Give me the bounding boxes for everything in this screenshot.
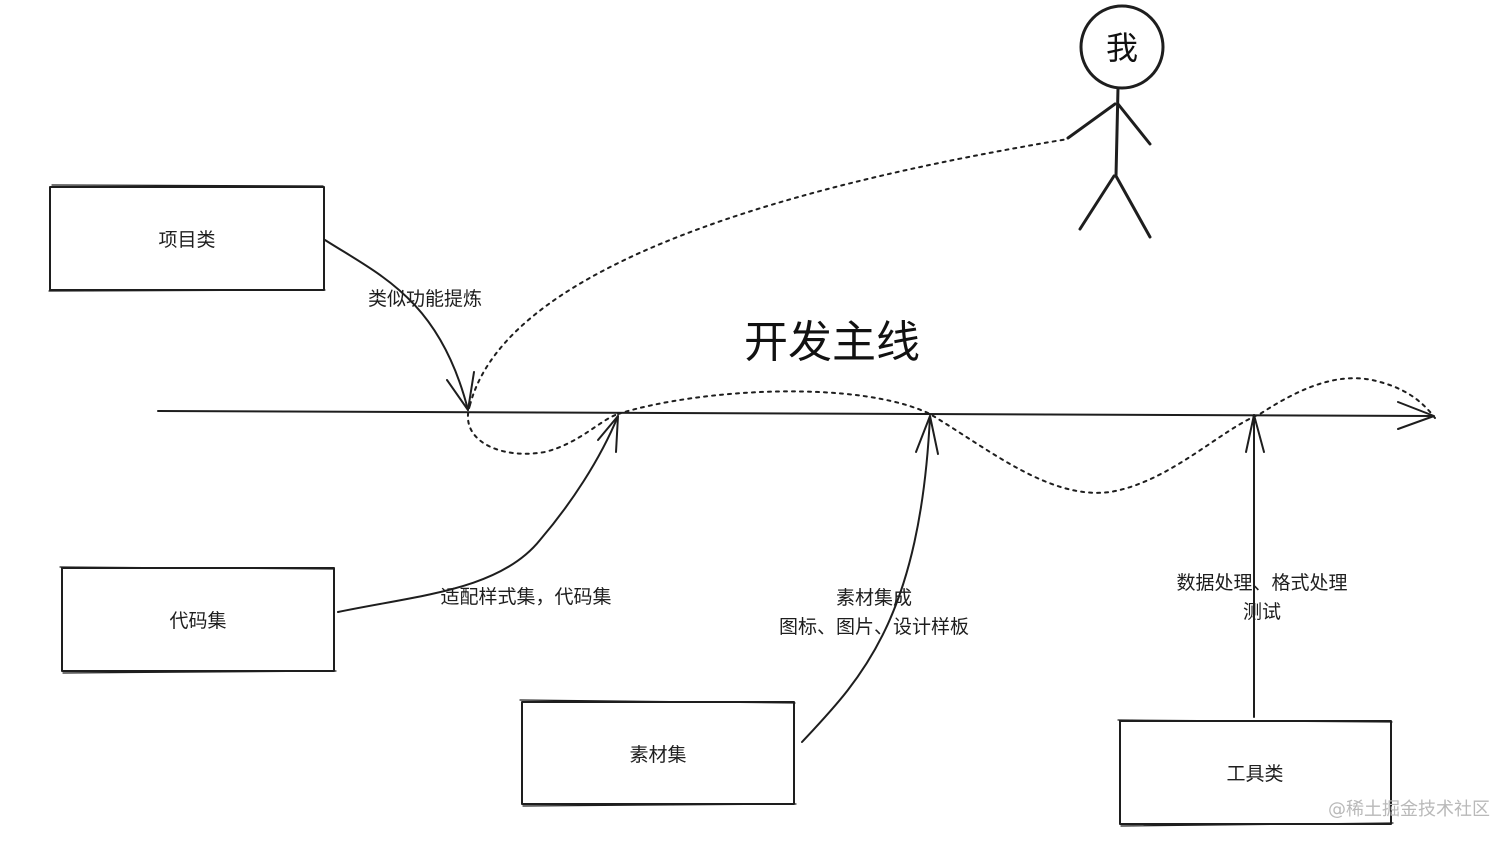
box-tool-label: 工具类 — [1226, 763, 1283, 785]
watermark: @稀土掘金技术社区 — [1328, 799, 1490, 820]
box-material-label: 素材集 — [629, 744, 686, 766]
main-line — [157, 401, 1435, 430]
me-label: 我 — [1106, 29, 1138, 67]
box-code-label: 代码集 — [169, 610, 226, 632]
stick-figure — [1066, 4, 1165, 239]
edge-label-project: 类似功能提炼 — [368, 288, 482, 310]
arrow-tool — [1245, 414, 1265, 718]
arrow-material — [801, 415, 939, 743]
main-title: 开发主线 — [744, 317, 920, 368]
edge-label-tool-line2: 测试 — [1243, 601, 1281, 623]
edge-label-tool-line1: 数据处理、格式处理 — [1176, 572, 1347, 594]
dotted-path — [467, 138, 1436, 494]
edge-label-material-line1: 素材集成 — [836, 587, 912, 609]
box-project-label: 项目类 — [158, 229, 215, 251]
arrow-project — [324, 239, 475, 411]
edge-label-code: 适配样式集，代码集 — [440, 586, 611, 608]
arrow-code — [337, 415, 619, 613]
edge-label-material-line2: 图标、图片、设计样板 — [779, 616, 969, 638]
